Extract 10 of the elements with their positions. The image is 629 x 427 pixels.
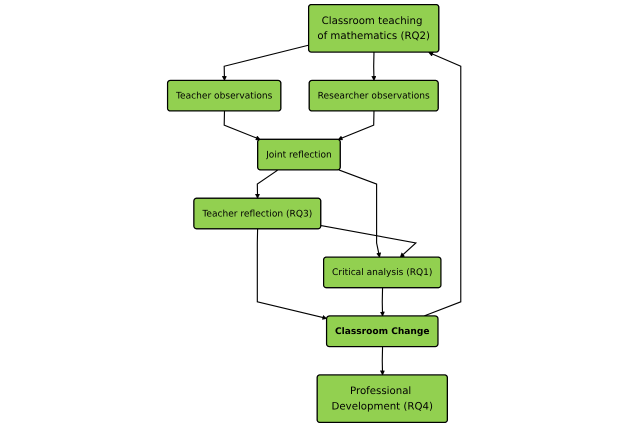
arrow (338, 111, 375, 140)
arrow (339, 169, 382, 258)
arrow (257, 229, 328, 320)
arrow (222, 44, 310, 81)
arrow (224, 111, 262, 140)
arrow (255, 170, 278, 199)
arrow (380, 288, 386, 316)
arrow (372, 52, 377, 81)
arrow (380, 346, 386, 376)
arrow (321, 225, 418, 258)
